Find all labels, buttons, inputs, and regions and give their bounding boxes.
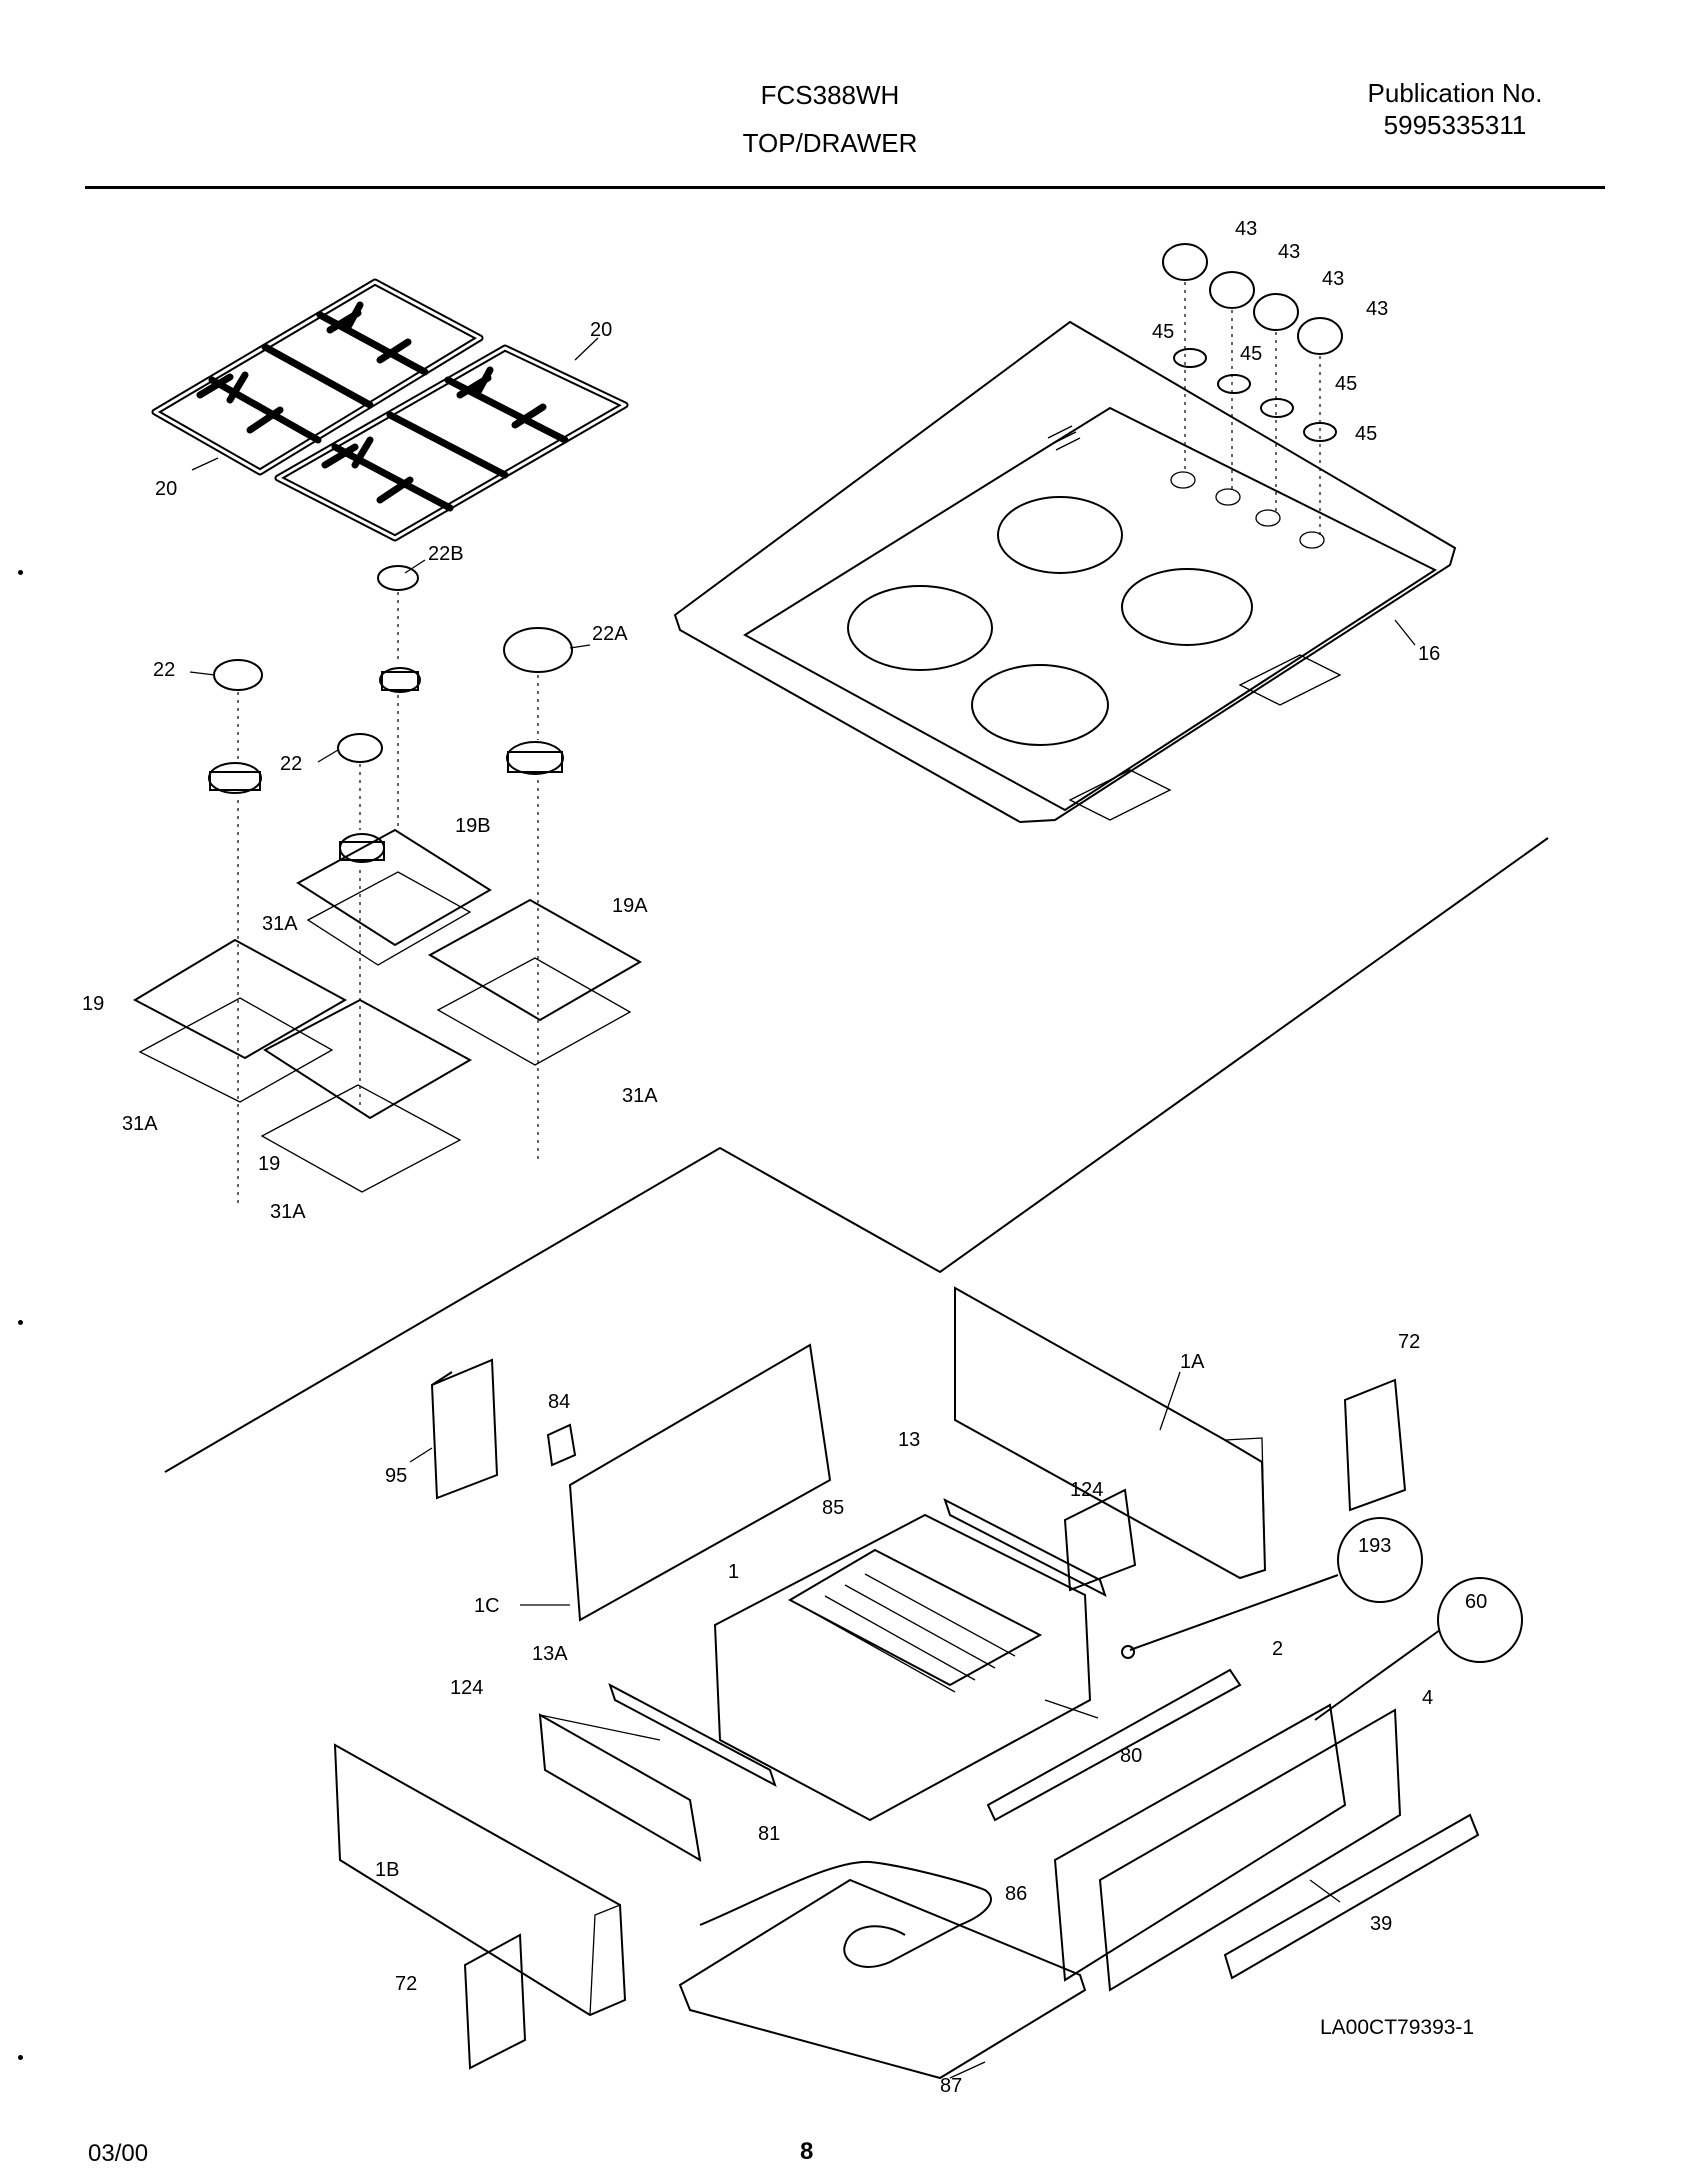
callout-72-left: 72	[395, 1973, 417, 1995]
burner-cap-22b	[377, 565, 421, 830]
burner-cap-22a	[503, 627, 573, 1160]
section-title: TOP/DRAWER	[742, 128, 918, 158]
control-124-upper	[1063, 1488, 1137, 1592]
callout-31a-left: 31A	[122, 1113, 158, 1135]
burner-cap-22-center	[337, 733, 385, 1110]
callout-87: 87	[940, 2075, 962, 2097]
margin-mark	[18, 2055, 23, 2060]
door-front-4	[1098, 1708, 1402, 1992]
callout-31a-right: 31A	[622, 1085, 658, 1107]
callout-13a: 13A	[532, 1643, 568, 1665]
diagram-code: LA00CT79393-1	[1320, 2016, 1475, 2039]
callout-1: 1	[728, 1561, 739, 1583]
back-panel-1a	[954, 1286, 1267, 1580]
callout-95: 95	[385, 1465, 407, 1487]
callout-80: 80	[1120, 1745, 1142, 1767]
callout-31a-top: 31A	[262, 913, 298, 935]
model-number: FCS388WH	[760, 80, 900, 110]
callout-31a-bottom: 31A	[270, 1201, 306, 1223]
header-rule	[85, 186, 1605, 189]
bracket-72-right	[1343, 1378, 1407, 1512]
callout-45-3: 45	[1335, 373, 1357, 395]
inset-193	[1121, 1517, 1423, 1659]
page-number: 8	[800, 2138, 814, 2165]
callout-85: 85	[822, 1497, 844, 1519]
callout-124-lower: 124	[450, 1677, 483, 1699]
callout-19b: 19B	[455, 815, 491, 837]
control-knobs	[1162, 243, 1343, 540]
callout-43-2: 43	[1278, 241, 1300, 263]
callout-16: 16	[1418, 643, 1440, 665]
callout-19-bottom: 19	[258, 1153, 280, 1175]
callout-45-2: 45	[1240, 343, 1262, 365]
rail-80	[986, 1668, 1242, 1822]
slide-13a	[608, 1682, 777, 1788]
inset-60	[1314, 1577, 1523, 1721]
publication-label: Publication No.	[1367, 78, 1543, 108]
callout-13: 13	[898, 1429, 920, 1451]
callout-43-3: 43	[1322, 268, 1344, 290]
publication-number: 5995335311	[1383, 110, 1527, 140]
side-panel-1c	[568, 1343, 832, 1622]
section-divider	[164, 837, 1549, 1473]
callout-19-left: 19	[82, 993, 104, 1015]
handle-39	[1223, 1813, 1480, 1980]
margin-mark	[18, 1320, 23, 1325]
callout-45-1: 45	[1152, 321, 1174, 343]
callout-45-4: 45	[1355, 423, 1377, 445]
element-81-and-pan-87	[678, 1860, 1087, 2080]
callout-2: 2	[1272, 1638, 1283, 1660]
burner-plates	[132, 828, 643, 1193]
callout-193: 193	[1358, 1535, 1391, 1557]
callout-1c: 1C	[474, 1595, 500, 1617]
callout-20-right: 20	[590, 319, 612, 341]
callout-19a: 19A	[612, 895, 648, 917]
callout-1a: 1A	[1180, 1351, 1205, 1373]
leader-lines	[189, 337, 1416, 2079]
rail-13	[943, 1497, 1107, 1598]
margin-mark	[18, 570, 23, 575]
burner-grate-left	[151, 278, 484, 476]
callout-43-4: 43	[1366, 298, 1388, 320]
callout-22b: 22B	[428, 543, 464, 565]
callout-124-upper: 124	[1070, 1479, 1103, 1501]
bracket-72-left	[463, 1933, 527, 2070]
clip-84	[546, 1423, 577, 1467]
drawer-body-1	[713, 1513, 1092, 1822]
callout-43-1: 43	[1235, 218, 1257, 240]
callout-20-left: 20	[155, 478, 177, 500]
callout-81: 81	[758, 1823, 780, 1845]
storage-part-95	[430, 1358, 499, 1500]
callout-86: 86	[1005, 1883, 1027, 1905]
callout-22a: 22A	[592, 623, 628, 645]
cooktop-glass	[673, 320, 1457, 824]
callout-1b: 1B	[375, 1859, 399, 1881]
slide-124-lower	[538, 1713, 702, 1862]
side-panel-1b	[333, 1743, 627, 2017]
callout-22-left: 22	[153, 659, 175, 681]
callout-60: 60	[1465, 1591, 1487, 1613]
footer-date: 03/00	[88, 2140, 149, 2167]
burner-grate-right	[274, 344, 629, 542]
burner-cap-22-left	[208, 659, 263, 1205]
callout-22-center: 22	[280, 753, 302, 775]
callout-39: 39	[1370, 1913, 1392, 1935]
callout-72-right: 72	[1398, 1331, 1420, 1353]
callout-4: 4	[1422, 1687, 1433, 1709]
callout-84: 84	[548, 1391, 570, 1413]
door-2	[1053, 1703, 1347, 1982]
